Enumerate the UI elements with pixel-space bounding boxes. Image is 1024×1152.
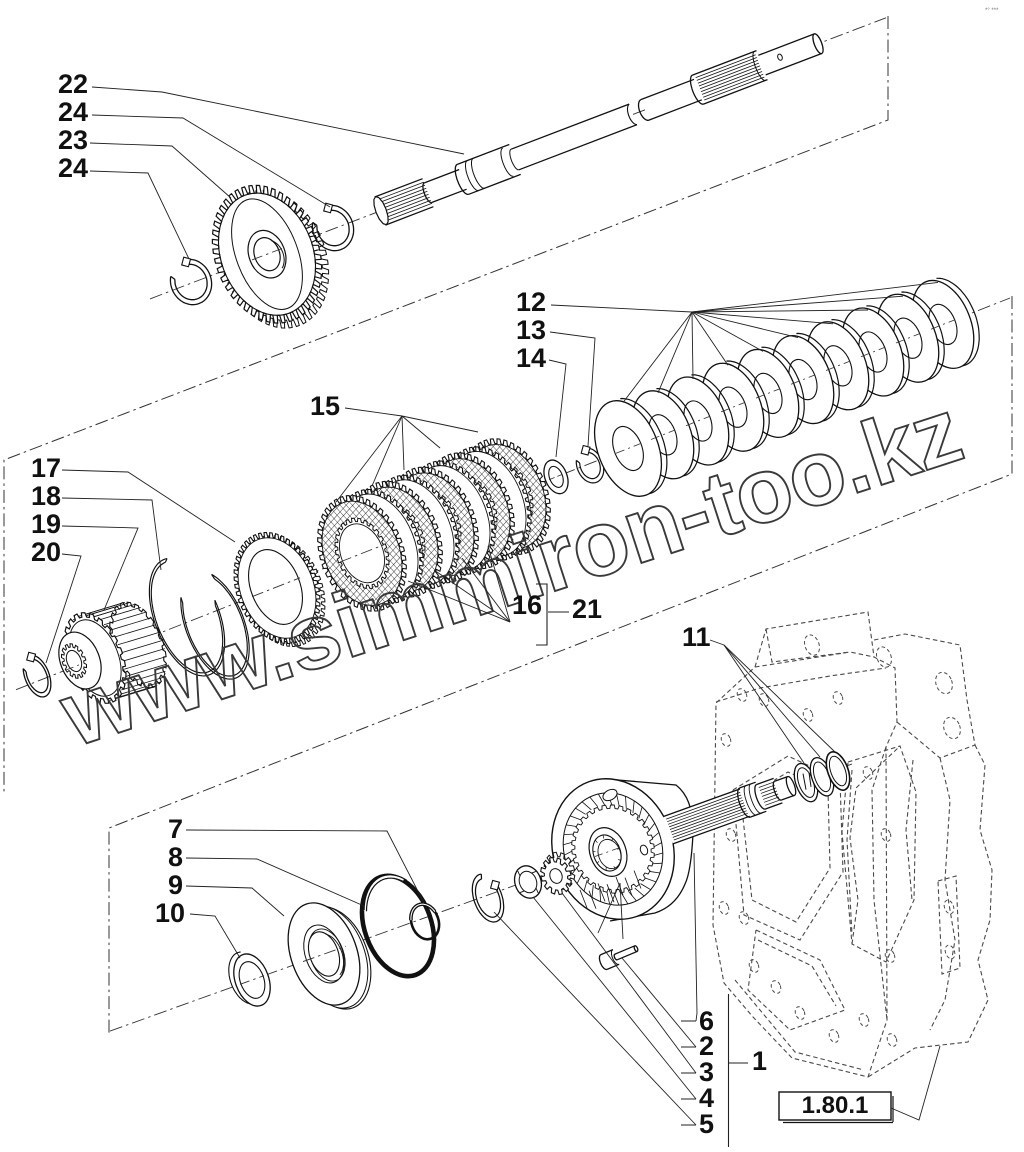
svg-text:7: 7 [168,814,183,844]
svg-text:16: 16 [512,590,542,620]
svg-text:20: 20 [31,537,61,567]
svg-text:15: 15 [310,391,340,421]
svg-text:*° ***: *° *** [985,8,999,14]
svg-text:24: 24 [58,153,88,183]
svg-text:10: 10 [155,898,185,928]
svg-text:23: 23 [58,125,88,155]
svg-text:14: 14 [516,343,546,373]
svg-text:21: 21 [572,594,602,624]
svg-text:22: 22 [58,69,88,99]
svg-text:1.80.1: 1.80.1 [802,1092,869,1119]
svg-text:5: 5 [699,1109,714,1139]
svg-text:24: 24 [58,97,88,127]
svg-text:19: 19 [31,509,61,539]
svg-text:13: 13 [516,315,546,345]
svg-text:12: 12 [516,287,546,317]
svg-text:8: 8 [168,842,183,872]
svg-text:9: 9 [168,870,183,900]
svg-text:11: 11 [682,622,711,652]
svg-text:18: 18 [31,481,61,511]
svg-text:1: 1 [752,1046,767,1076]
svg-text:17: 17 [31,453,61,483]
